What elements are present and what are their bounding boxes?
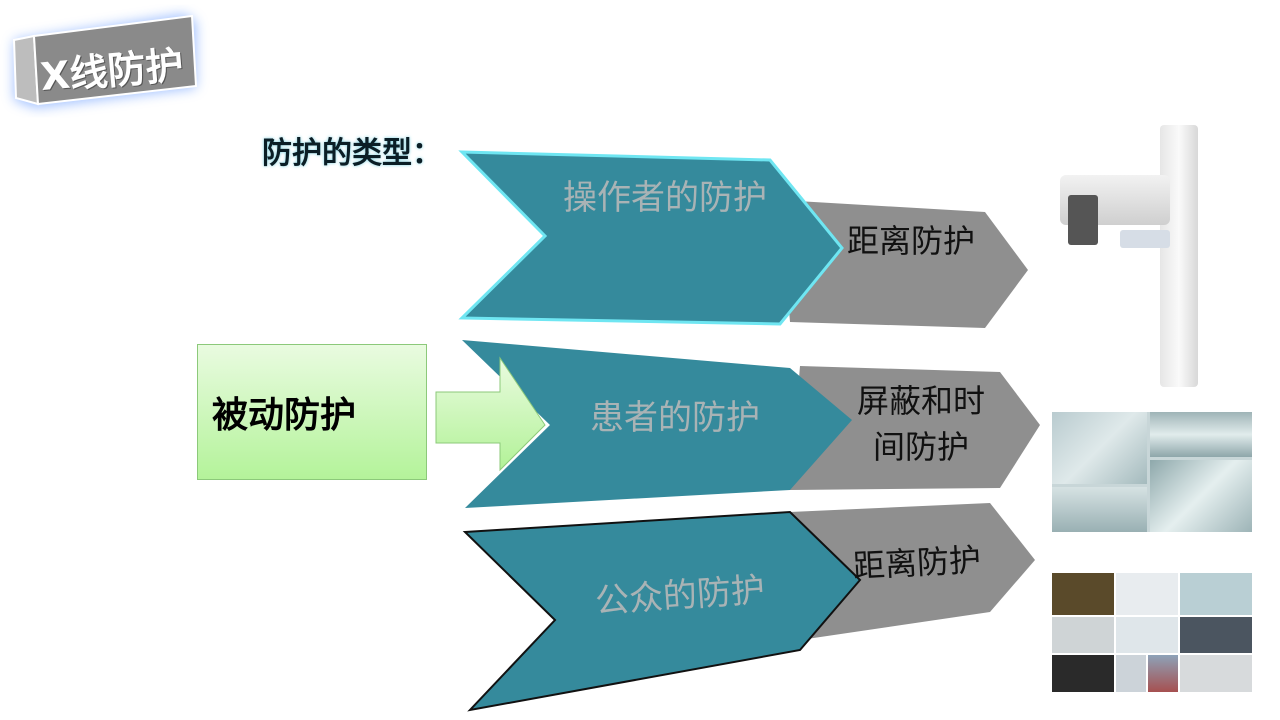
kavo-logo [1118, 553, 1178, 571]
imaging-sciences-logo [1052, 553, 1116, 571]
teal-chevron-2 [462, 340, 852, 508]
teal-chevron-3 [462, 510, 862, 712]
category-operator: 操作者的防护 [563, 178, 767, 218]
green-arrow [435, 356, 546, 472]
gray-chevron-2 [790, 366, 1040, 490]
method-distance-3: 距离防护 [852, 540, 982, 586]
gray-chevron-1 [780, 200, 1028, 328]
passive-protection-box [197, 344, 427, 480]
teal-chevron-1 [458, 150, 844, 326]
passive-protection-label: 被动防护 [212, 395, 357, 436]
title-box [12, 14, 198, 108]
gray-chevron-3 [790, 503, 1035, 640]
method-distance-1: 距离防护 [846, 222, 975, 260]
subtitle: 防护的类型： [262, 136, 442, 171]
xray-machine-image [1060, 125, 1200, 387]
dental-xray-collage [1052, 412, 1252, 532]
manufacturer-collage [1052, 553, 1252, 692]
method-shielding-time: 屏蔽和时间防护 [856, 382, 985, 466]
gendex-logo [1180, 555, 1252, 571]
category-patient: 患者的防护 [590, 398, 760, 438]
